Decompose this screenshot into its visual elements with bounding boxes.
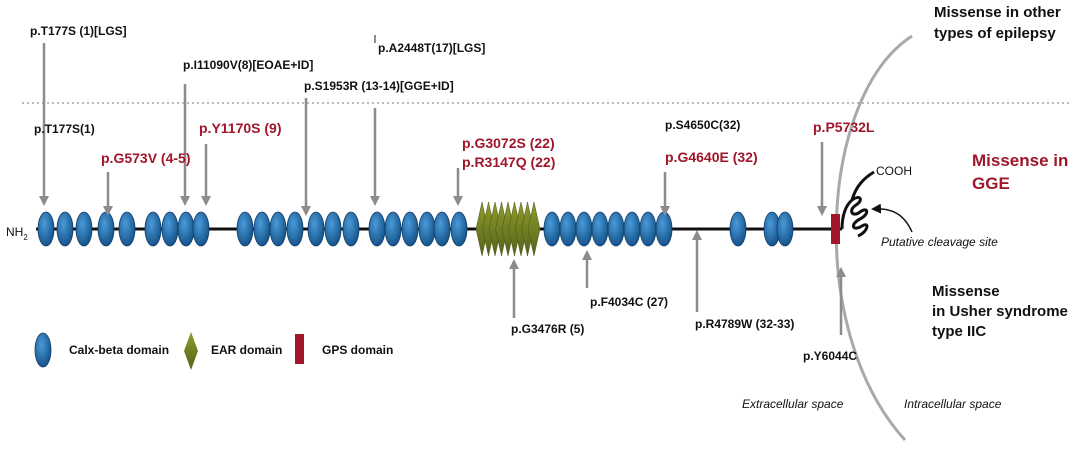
calx-beta-domain <box>559 211 577 247</box>
calx-beta-domain <box>269 211 287 247</box>
calx-beta-domain <box>75 211 93 247</box>
legend-calx-label: Calx-beta domain <box>69 343 169 357</box>
variant-label: p.Y1170S (9) <box>199 120 282 136</box>
variant-label: p.R3147Q (22) <box>462 154 555 170</box>
ear-domains <box>475 201 541 257</box>
variant-label: p.S1953R (13-14)[GGE+ID] <box>304 79 454 93</box>
calx-beta-domain <box>384 211 402 247</box>
cleavage-label: Putative cleavage site <box>881 235 998 249</box>
variant-label: p.T177S (1)[LGS] <box>30 24 127 38</box>
calx-beta-domains <box>37 211 794 247</box>
calx-beta-domain <box>342 211 360 247</box>
calx-beta-domain <box>161 211 179 247</box>
c-term-tail <box>850 170 875 201</box>
calx-beta-domain <box>575 211 593 247</box>
variant-label: p.G573V (4-5) <box>101 150 190 166</box>
calx-beta-domain <box>401 211 419 247</box>
legend-gps-icon <box>295 334 304 364</box>
cleavage-arrow <box>871 203 913 233</box>
variant-label: p.A2448T(17)[LGS] <box>378 41 485 55</box>
calx-beta-domain <box>639 211 657 247</box>
calx-beta-domain <box>236 211 254 247</box>
calx-beta-domain <box>623 211 641 247</box>
header-other-epilepsy: Missense in other types of epilepsy <box>934 4 1065 42</box>
gps-domain <box>831 214 840 244</box>
variant-label: p.S4650C(32) <box>665 118 740 132</box>
intracellular-label: Intracellular space <box>904 397 1002 411</box>
calx-beta-domain <box>450 211 468 247</box>
calx-beta-domain <box>37 211 55 247</box>
calx-beta-domain <box>433 211 451 247</box>
calx-beta-domain <box>368 211 386 247</box>
variant-label: p.G3072S (22) <box>462 135 555 151</box>
calx-beta-domain <box>324 211 342 247</box>
calx-beta-domain <box>286 211 304 247</box>
variant-label: p.R4789W (32-33) <box>695 317 794 331</box>
header-gge: Missense in GGE <box>972 151 1073 193</box>
calx-beta-domain <box>607 211 625 247</box>
legend-ear-label: EAR domain <box>211 343 282 357</box>
calx-beta-domain <box>144 211 162 247</box>
calx-beta-domain <box>192 211 210 247</box>
legend-gps-label: GPS domain <box>322 343 393 357</box>
calx-beta-domain <box>177 211 195 247</box>
calx-beta-domain <box>97 211 115 247</box>
legend-calx-icon <box>34 332 52 368</box>
calx-beta-domain <box>56 211 74 247</box>
legend-ear-icon <box>184 332 198 370</box>
extracellular-label: Extracellular space <box>742 397 844 411</box>
calx-beta-domain <box>307 211 325 247</box>
variant-label: p.F4034C (27) <box>590 295 668 309</box>
calx-beta-domain <box>776 211 794 247</box>
variant-label: p.Y6044C <box>803 349 857 363</box>
c-terminus-label: COOH <box>876 164 912 178</box>
header-usher: Missense in Usher syndrome type IIC <box>932 283 1072 340</box>
calx-beta-domain <box>543 211 561 247</box>
calx-beta-domain <box>253 211 271 247</box>
ear-domain <box>527 201 541 257</box>
variant-label: p.I11090V(8)[EOAE+ID] <box>183 58 313 72</box>
calx-beta-domain <box>729 211 747 247</box>
transmembrane-helix <box>840 196 869 238</box>
n-terminus-label: NH2 <box>6 225 28 242</box>
variant-label: p.G4640E (32) <box>665 149 758 165</box>
variant-label: p.G3476R (5) <box>511 322 584 336</box>
calx-beta-domain <box>118 211 136 247</box>
calx-beta-domain <box>591 211 609 247</box>
variant-label: p.P5732L <box>813 119 875 135</box>
calx-beta-domain <box>418 211 436 247</box>
calx-beta-domain <box>655 211 673 247</box>
variant-label: p.T177S(1) <box>34 122 95 136</box>
